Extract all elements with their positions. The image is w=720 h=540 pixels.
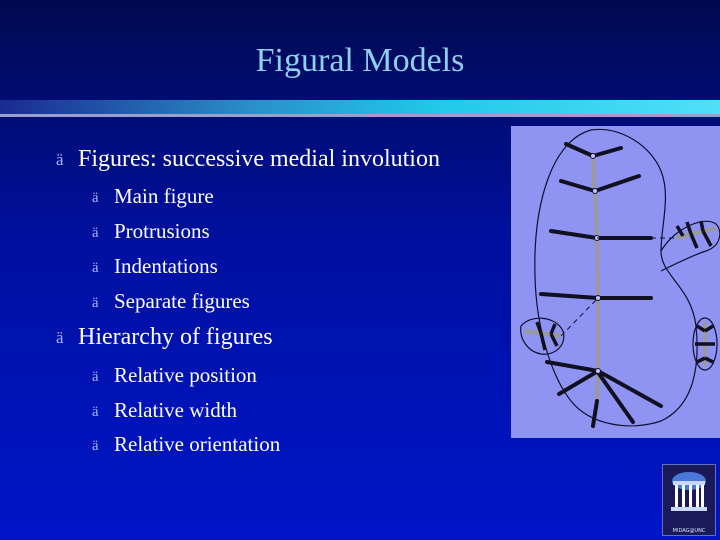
logo-label: MIDAG@UNC bbox=[672, 528, 706, 534]
bullet-item: ä Hierarchy of figures bbox=[56, 324, 273, 351]
separate-figure-spokes bbox=[695, 324, 715, 364]
medial-axis bbox=[591, 155, 600, 402]
protrusion-spokes bbox=[675, 220, 713, 249]
bullet-item: ä Figures: successive medial involution bbox=[56, 146, 440, 173]
arrow-bullet-icon: ä bbox=[92, 259, 99, 276]
medial-spokes bbox=[539, 142, 663, 428]
logo-graphic bbox=[671, 472, 707, 511]
medial-figure-diagram bbox=[511, 126, 720, 438]
bullet-text: Figures: successive medial involution bbox=[78, 146, 440, 172]
separate-figure-outline bbox=[692, 317, 718, 371]
indentation-link bbox=[560, 297, 599, 337]
medial-figure-svg bbox=[520, 128, 720, 428]
old-well-logo-icon: MIDAG@UNC bbox=[662, 464, 716, 536]
sub-bullet-text: Relative width bbox=[114, 398, 238, 422]
sub-bullet-text: Indentations bbox=[114, 254, 218, 278]
sub-bullet-item: ä Protrusions bbox=[92, 219, 210, 244]
arrow-bullet-icon: ä bbox=[56, 150, 64, 170]
indentation-outline bbox=[520, 317, 565, 355]
arrow-bullet-icon: ä bbox=[92, 189, 99, 206]
arrow-bullet-icon: ä bbox=[92, 294, 99, 311]
sub-bullet-item: ä Main figure bbox=[92, 184, 214, 209]
protrusion-axis bbox=[675, 226, 717, 240]
sub-bullet-item: ä Relative orientation bbox=[92, 432, 280, 457]
bullet-text: Hierarchy of figures bbox=[78, 324, 273, 350]
slide-title: Figural Models bbox=[255, 42, 465, 79]
arrow-bullet-icon: ä bbox=[92, 224, 99, 241]
sub-bullet-text: Main figure bbox=[114, 184, 214, 208]
arrow-bullet-icon: ä bbox=[92, 368, 99, 385]
title-divider bbox=[0, 100, 720, 114]
sub-bullet-item: ä Indentations bbox=[92, 254, 218, 279]
arrow-bullet-icon: ä bbox=[56, 328, 64, 348]
indentation-axis bbox=[524, 329, 562, 338]
sub-bullet-item: ä Relative position bbox=[92, 363, 257, 388]
sub-bullet-text: Protrusions bbox=[114, 219, 210, 243]
main-figure-outline bbox=[534, 128, 698, 427]
sub-bullet-text: Separate figures bbox=[114, 289, 250, 313]
sub-bullet-item: ä Separate figures bbox=[92, 289, 250, 314]
sub-bullet-item: ä Relative width bbox=[92, 398, 237, 423]
arrow-bullet-icon: ä bbox=[92, 437, 99, 454]
arrow-bullet-icon: ä bbox=[92, 403, 99, 420]
sub-bullet-text: Relative orientation bbox=[114, 432, 281, 456]
indentation-spokes bbox=[535, 321, 559, 351]
sub-bullet-text: Relative position bbox=[114, 363, 257, 387]
